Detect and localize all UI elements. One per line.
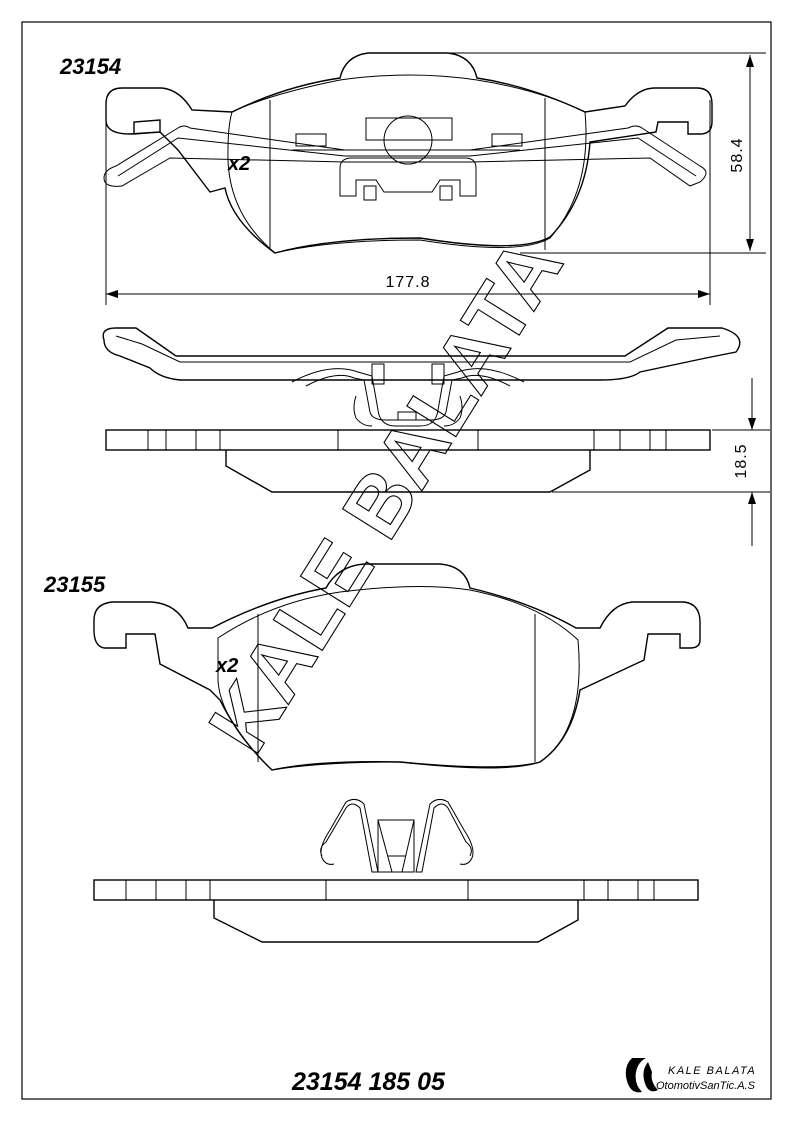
pad-23155-front-view xyxy=(93,563,701,771)
footer-part-code: 23154 185 05 xyxy=(291,1068,446,1096)
sheet-border xyxy=(21,21,772,1100)
part-number-23154: 23154 xyxy=(59,54,121,79)
pad-23155-side-view xyxy=(93,798,699,943)
quantity-23155: x2 xyxy=(215,655,238,677)
width-dimension: 177.8 xyxy=(105,100,711,305)
height-dimension-label: 58.4 xyxy=(729,137,746,172)
watermark-text: KALE BALATA xyxy=(191,222,581,768)
pad-23154-side-view xyxy=(102,327,741,493)
thickness-dimension-label: 18.5 xyxy=(733,443,750,478)
pad-23154-front-view xyxy=(103,52,713,254)
quantity-23154: x2 xyxy=(227,153,250,175)
width-dimension-label: 177.8 xyxy=(385,274,430,291)
footer-brand: KALE BALATA xyxy=(668,1065,756,1077)
kale-logo-icon xyxy=(625,1058,658,1093)
height-dimension: 58.4 xyxy=(448,52,766,254)
thickness-dimension: 18.5 xyxy=(552,378,770,546)
part-number-23155: 23155 xyxy=(43,572,106,597)
watermark: KALE BALATA xyxy=(190,221,581,768)
footer-company: OtomotivSanTic.A.S xyxy=(656,1080,756,1092)
